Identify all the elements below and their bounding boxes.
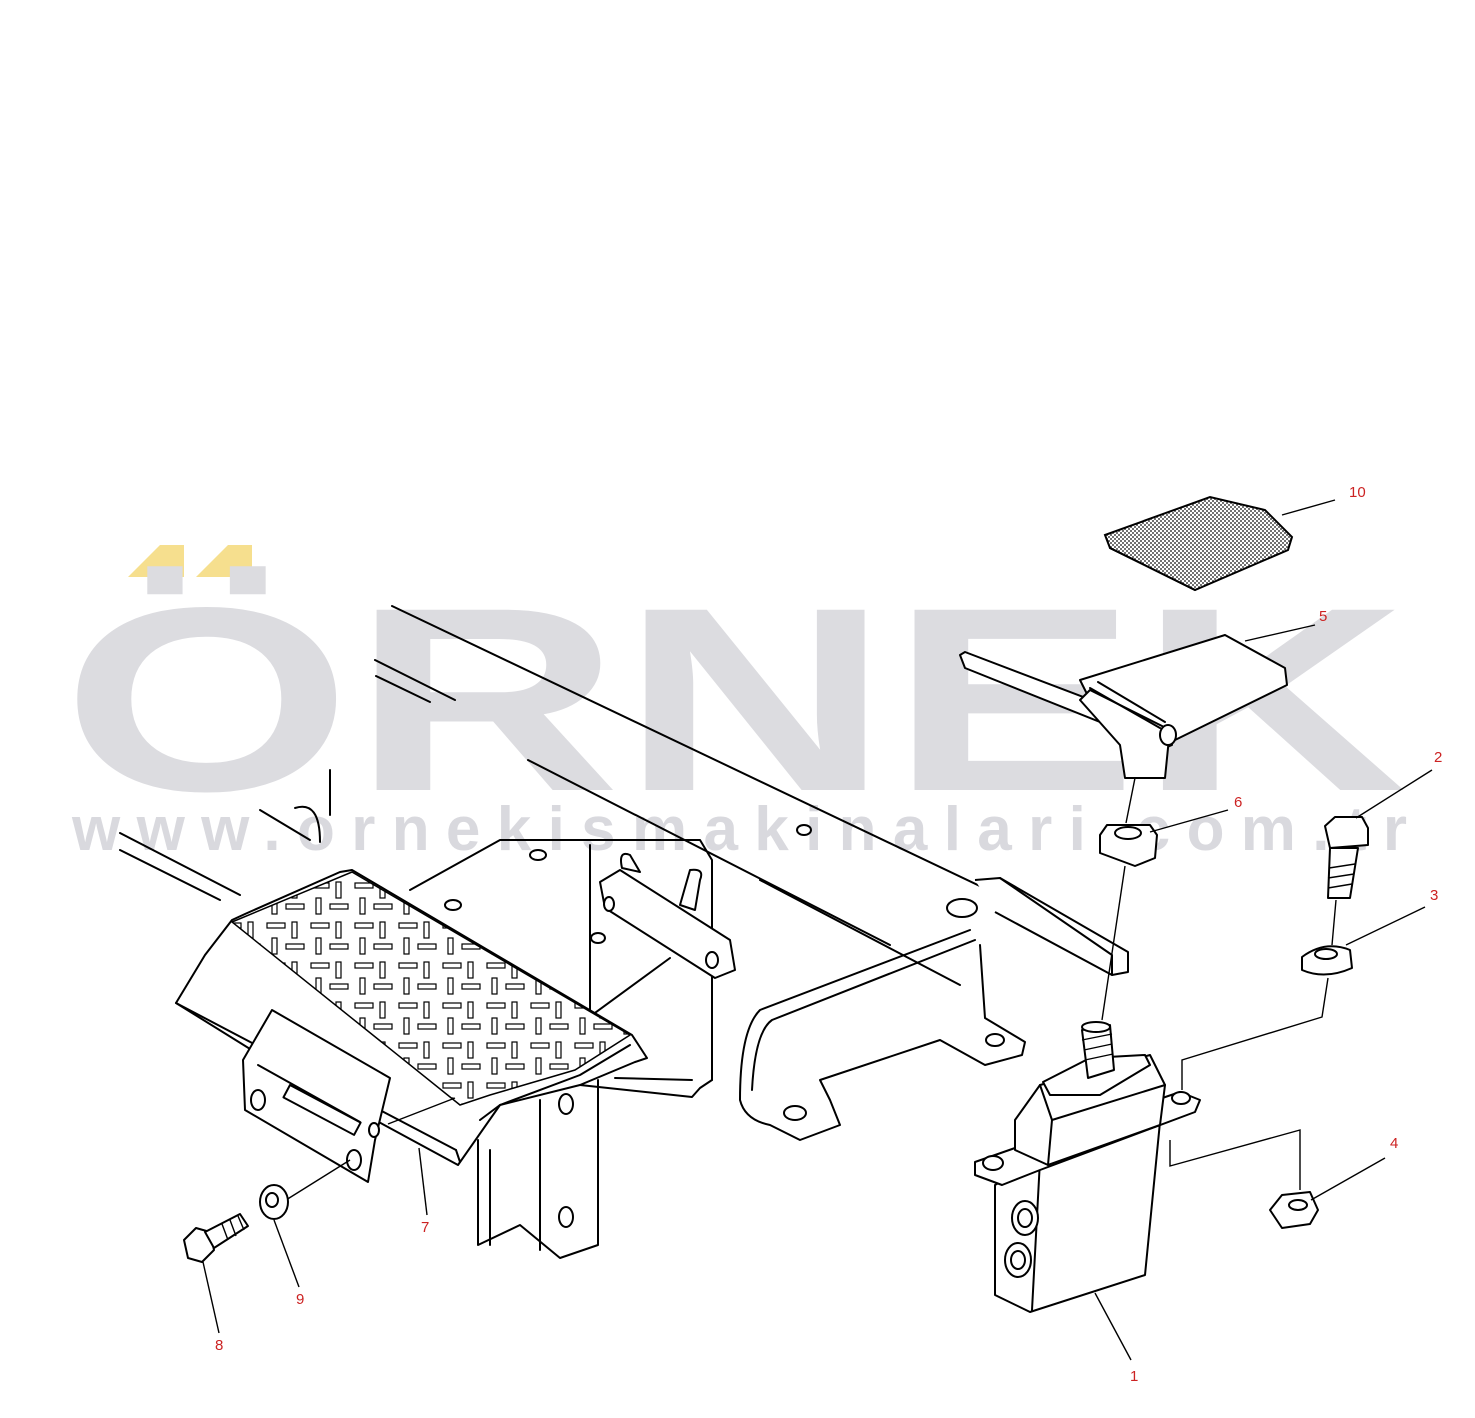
umlaut-accent-left <box>128 545 184 577</box>
bolt-part-2 <box>1324 816 1369 899</box>
spacer-part-6 <box>1099 824 1158 867</box>
callout-labels: 10 5 6 2 3 4 1 7 9 8 <box>215 484 1442 1385</box>
washer-part-9 <box>259 1184 289 1220</box>
pedal-plate-part-7 <box>175 869 648 1211</box>
callout-8: 8 <box>215 1337 223 1354</box>
rubber-pad-part-10 <box>1103 495 1294 592</box>
bolt-part-8 <box>183 1213 249 1263</box>
callout-9: 9 <box>296 1291 304 1308</box>
pedal-arm-part-5 <box>959 634 1288 779</box>
callout-2: 2 <box>1434 749 1442 766</box>
valve-body-part-1 <box>974 1021 1201 1313</box>
washer-part-3 <box>1301 945 1353 976</box>
callout-4: 4 <box>1390 1135 1398 1152</box>
callout-6: 6 <box>1234 794 1242 811</box>
chassis-frame <box>119 605 1129 1259</box>
callout-leaders <box>202 499 1433 1361</box>
callout-1: 1 <box>1130 1368 1138 1385</box>
callout-5: 5 <box>1319 608 1327 625</box>
umlaut-accent-right <box>196 545 252 577</box>
callout-10: 10 <box>1349 484 1366 501</box>
callout-7: 7 <box>421 1219 429 1236</box>
nut-part-4 <box>1269 1191 1319 1229</box>
assembly-lines <box>1101 777 1337 1190</box>
callout-3: 3 <box>1430 887 1438 904</box>
